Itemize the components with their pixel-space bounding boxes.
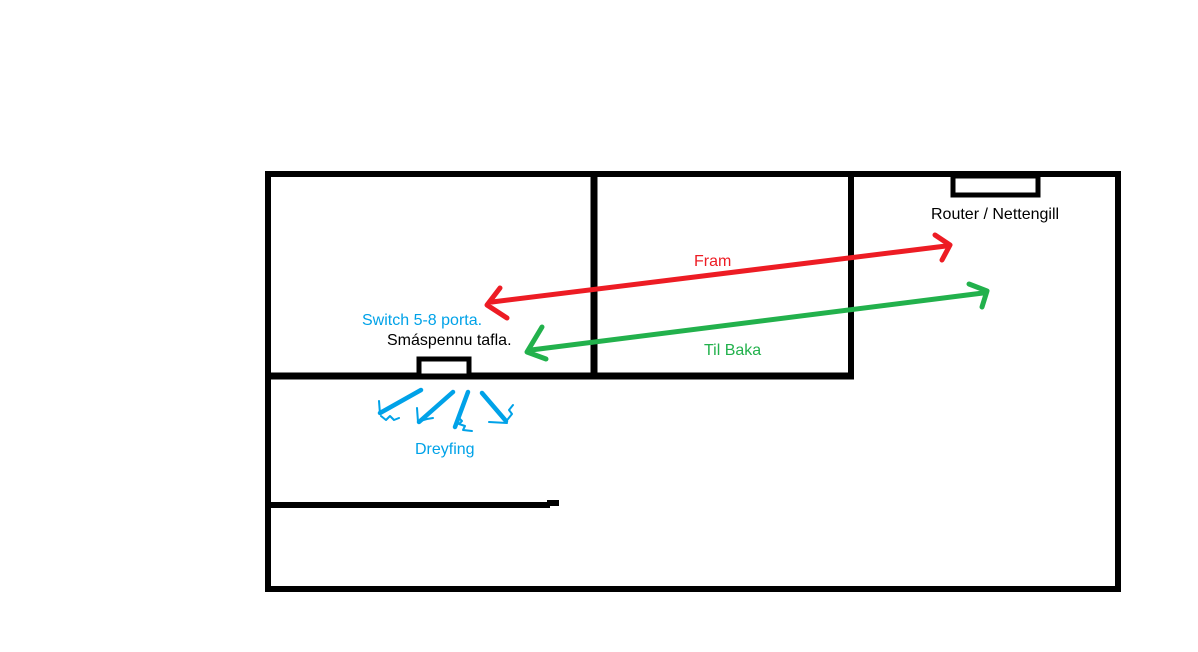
dreyfing-arrow-2 bbox=[416, 389, 456, 425]
tilbaka-arrow bbox=[524, 281, 990, 362]
fram-arrowhead-right bbox=[932, 232, 953, 263]
dreyfing-arrow-4 bbox=[479, 390, 514, 424]
dreyfing-arrow-1 bbox=[377, 387, 424, 421]
tilbaka-arrowhead-left bbox=[524, 324, 549, 362]
dreyfing-arrow-3 bbox=[452, 389, 473, 432]
tilbaka-arrowhead-right bbox=[966, 281, 990, 310]
smaspennu-box bbox=[416, 356, 472, 379]
fram-arrowhead-left bbox=[484, 285, 510, 321]
fram-arrow bbox=[484, 232, 953, 321]
switch-ports-label: Switch 5-8 porta. bbox=[362, 312, 482, 329]
dreyfing-arrows bbox=[377, 387, 514, 432]
outer-wall bbox=[265, 171, 1121, 592]
router-label: Router / Nettengill bbox=[931, 206, 1059, 223]
fram-label: Fram bbox=[694, 253, 731, 270]
dreyfing-label: Dreyfing bbox=[415, 441, 475, 458]
smaspennu-label: Smáspennu tafla. bbox=[387, 332, 512, 349]
router-box bbox=[950, 173, 1041, 198]
tilbaka-label: Til Baka bbox=[704, 342, 761, 359]
